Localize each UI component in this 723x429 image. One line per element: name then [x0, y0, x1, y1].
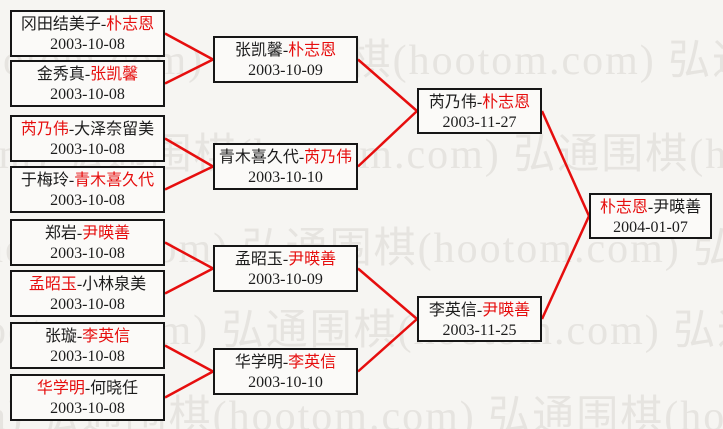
player-name-left: 于梅玲: [20, 172, 69, 189]
player-name-left: 芮乃伟: [20, 121, 69, 138]
match-date: 2003-10-08: [50, 36, 125, 53]
match-box-round1-2: 金秀真-张凯馨 2003-10-08: [10, 60, 165, 107]
player-name-right: 朴志恩: [288, 42, 337, 59]
match-box-round2-4: 华学明-李英信 2003-10-10: [213, 348, 358, 395]
match-players: 华学明-何晓任: [12, 378, 163, 399]
player-name-right: 李英信: [288, 354, 337, 371]
match-date: 2003-10-08: [50, 245, 125, 262]
match-players: 孟昭玉-小林泉美: [12, 274, 163, 295]
match-date: 2003-10-08: [50, 192, 125, 209]
player-name-right: 何晓任: [90, 380, 139, 397]
player-separator: -: [282, 354, 289, 371]
player-separator: -: [84, 66, 91, 83]
match-date: 2003-10-08: [50, 400, 125, 417]
match-box-round1-3: 芮乃伟-大泽奈留美 2003-10-08: [10, 115, 165, 162]
player-name-left: 郑岩: [44, 225, 77, 242]
match-box-round1-4: 于梅玲-青木喜久代 2003-10-08: [10, 166, 165, 213]
match-box-round1-1: 冈田结美子-朴志恩 2003-10-08: [10, 10, 165, 57]
match-players: 芮乃伟-朴志恩: [419, 92, 540, 113]
player-separator: -: [647, 199, 654, 216]
match-box-round1-7: 张璇-李英信 2003-10-08: [10, 322, 165, 369]
match-date: 2004-01-07: [613, 219, 688, 236]
match-box-final: 朴志恩-尹暎善 2004-01-07: [589, 193, 712, 239]
player-name-right: 尹暎善: [482, 302, 531, 319]
player-name-right: 大泽奈留美: [74, 121, 155, 138]
player-name-left: 张凯馨: [234, 42, 283, 59]
player-name-right: 尹暎善: [82, 225, 131, 242]
player-name-left: 芮乃伟: [428, 94, 477, 111]
match-players: 金秀真-张凯馨: [12, 64, 163, 85]
player-name-right: 尹暎善: [653, 199, 702, 216]
player-name-right: 张凯馨: [90, 66, 139, 83]
match-date: 2003-10-10: [248, 169, 323, 186]
match-box-semifinal-1: 芮乃伟-朴志恩 2003-11-27: [417, 88, 542, 134]
player-separator: -: [68, 172, 75, 189]
player-name-left: 华学明: [234, 354, 283, 371]
player-name-right: 芮乃伟: [304, 149, 353, 166]
player-name-right: 李英信: [82, 328, 131, 345]
player-separator: -: [476, 94, 483, 111]
match-date: 2003-11-27: [442, 114, 517, 131]
player-name-left: 李英信: [428, 302, 477, 319]
match-date: 2003-10-09: [248, 62, 323, 79]
player-name-left: 孟昭玉: [234, 251, 283, 268]
match-date: 2003-11-25: [442, 322, 517, 339]
match-date: 2003-10-08: [50, 296, 125, 313]
match-players: 孟昭玉-尹暎善: [215, 249, 356, 270]
player-separator: -: [282, 251, 289, 268]
match-date: 2003-10-08: [50, 348, 125, 365]
match-box-round2-1: 张凯馨-朴志恩 2003-10-09: [213, 36, 358, 83]
player-name-left: 金秀真: [36, 66, 85, 83]
match-players: 芮乃伟-大泽奈留美: [12, 119, 163, 140]
player-separator: -: [76, 276, 83, 293]
player-separator: -: [76, 225, 83, 242]
match-players: 于梅玲-青木喜久代: [12, 170, 163, 191]
player-name-right: 尹暎善: [288, 251, 337, 268]
match-date: 2003-10-09: [248, 271, 323, 288]
match-box-round2-2: 青木喜久代-芮乃伟 2003-10-10: [213, 143, 358, 190]
player-separator: -: [68, 121, 75, 138]
player-name-left: 青木喜久代: [218, 149, 299, 166]
match-date: 2003-10-08: [50, 141, 125, 158]
player-separator: -: [84, 380, 91, 397]
player-name-left: 张璇: [44, 328, 77, 345]
match-date: 2003-10-08: [50, 86, 125, 103]
player-name-right: 青木喜久代: [74, 172, 155, 189]
player-separator: -: [298, 149, 305, 166]
match-box-round1-8: 华学明-何晓任 2003-10-08: [10, 374, 165, 421]
match-date: 2003-10-10: [248, 374, 323, 391]
player-name-right: 朴志恩: [106, 16, 155, 33]
player-separator: -: [282, 42, 289, 59]
player-separator: -: [76, 328, 83, 345]
match-players: 朴志恩-尹暎善: [591, 197, 710, 218]
match-players: 冈田结美子-朴志恩: [12, 14, 163, 35]
match-players: 张凯馨-朴志恩: [215, 40, 356, 61]
match-players: 华学明-李英信: [215, 352, 356, 373]
match-box-round1-5: 郑岩-尹暎善 2003-10-08: [10, 219, 165, 266]
player-name-left: 冈田结美子: [20, 16, 101, 33]
match-players: 张璇-李英信: [12, 326, 163, 347]
match-box-round1-6: 孟昭玉-小林泉美 2003-10-08: [10, 270, 165, 317]
match-players: 郑岩-尹暎善: [12, 223, 163, 244]
player-name-right: 朴志恩: [482, 94, 531, 111]
player-name-left: 孟昭玉: [28, 276, 77, 293]
match-box-round2-3: 孟昭玉-尹暎善 2003-10-09: [213, 245, 358, 292]
player-separator: -: [476, 302, 483, 319]
match-box-semifinal-2: 李英信-尹暎善 2003-11-25: [417, 296, 542, 342]
player-name-right: 小林泉美: [82, 276, 147, 293]
match-players: 李英信-尹暎善: [419, 300, 540, 321]
player-name-left: 华学明: [36, 380, 85, 397]
match-players: 青木喜久代-芮乃伟: [215, 147, 356, 168]
player-separator: -: [100, 16, 107, 33]
player-name-left: 朴志恩: [599, 199, 648, 216]
